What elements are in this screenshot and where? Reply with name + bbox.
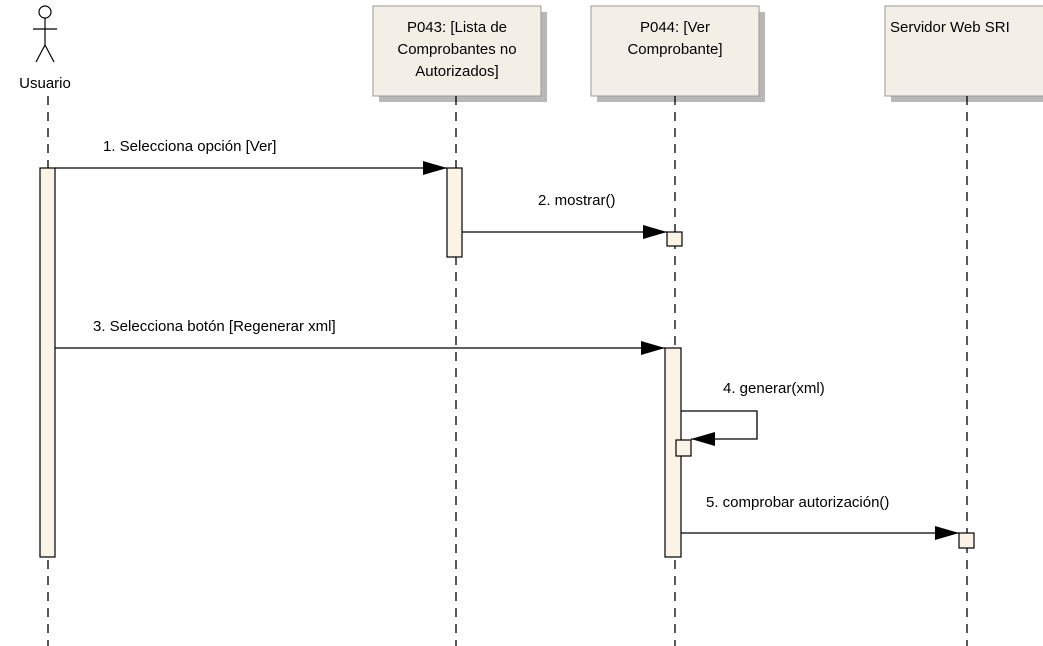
lifeline-title-line: Autorizados] — [415, 63, 498, 80]
activation-bar-p043 — [446, 167, 463, 258]
lifeline-title-line: Servidor Web SRI — [890, 19, 1010, 36]
activation-bar-sri — [958, 532, 975, 549]
lifeline-header-sri[interactable]: Servidor Web SRI — [884, 5, 1043, 102]
lifeline-box — [372, 5, 542, 97]
lifeline-title-line: P043: [Lista de — [407, 19, 507, 36]
lifeline-box — [884, 5, 1043, 97]
message-label-2: 2. mostrar() — [538, 192, 616, 209]
lifeline-title-line: Comprobantes no — [397, 41, 516, 58]
activation-bar-usuario — [39, 167, 56, 558]
lifeline-title-line: Comprobante] — [627, 41, 722, 58]
stick-figure-icon — [33, 5, 57, 63]
lifeline-header-p044[interactable]: P044: [Ver Comprobante] — [590, 5, 765, 102]
activation-bar-p044-mostrar — [666, 231, 683, 247]
lifeline-box — [590, 5, 760, 97]
message-label-3: 3. Selecciona botón [Regenerar xml] — [93, 318, 336, 335]
actor-usuario[interactable]: Usuario — [19, 5, 71, 92]
activation-bar-p044-generar — [675, 439, 692, 457]
message-label-4: 4. generar(xml) — [723, 380, 825, 397]
message-arrow-4-self[interactable] — [681, 410, 758, 446]
lifeline-title-line: P044: [Ver — [640, 19, 710, 36]
message-label-1: 1. Selecciona opción [Ver] — [103, 138, 276, 155]
lifeline-header-p043[interactable]: P043: [Lista de Comprobantes no Autoriza… — [372, 5, 547, 102]
message-label-5: 5. comprobar autorización() — [706, 494, 889, 511]
actor-label: Usuario — [19, 75, 71, 92]
